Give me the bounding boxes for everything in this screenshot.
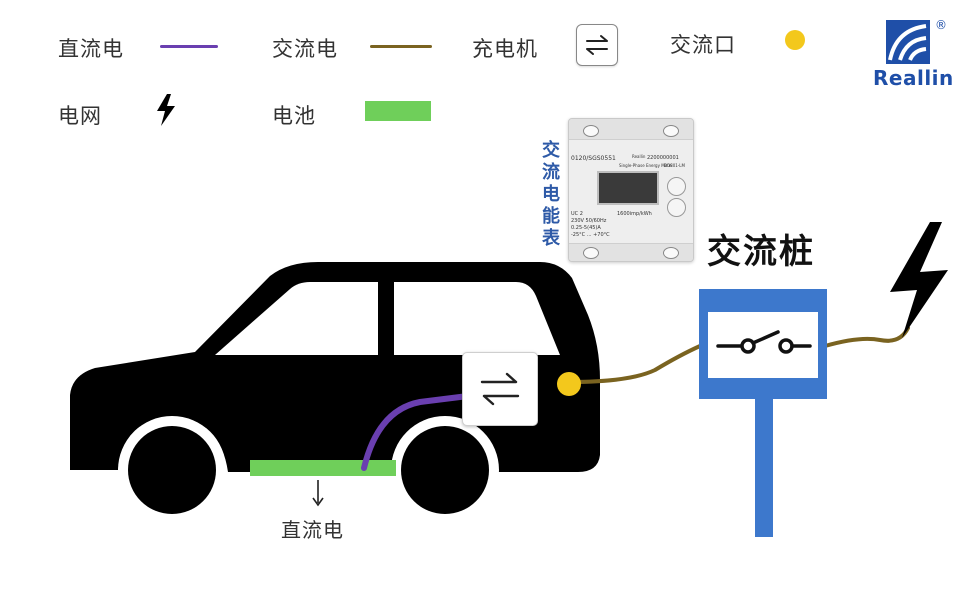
- meter-product: Single-Phase Energy Meter: [619, 163, 673, 168]
- meter-button: [667, 177, 686, 196]
- legend-battery-swatch: [365, 101, 431, 121]
- swap-arrows-icon: [480, 372, 520, 406]
- lightning-bolt-icon: [157, 94, 175, 126]
- meter-spec-line: -25°C ... +70°C: [571, 232, 610, 238]
- swap-arrows-icon: [586, 35, 608, 55]
- car-battery: [250, 460, 396, 476]
- legend-ac-port-dot: [785, 30, 805, 50]
- switch-symbol: [716, 330, 812, 354]
- meter-serial: 2200000001: [647, 155, 679, 161]
- grid-lightning-icon: [890, 222, 948, 338]
- meter-model: DDS01-LM: [664, 163, 685, 168]
- brand-registered-mark: ®: [935, 18, 947, 32]
- meter-label-char: 表: [542, 228, 560, 249]
- ac-cable-car: [568, 344, 702, 384]
- station-pole: [755, 395, 773, 537]
- meter-vertical-label: 交 流 电 能 表: [541, 140, 561, 250]
- car-window-front: [215, 282, 378, 355]
- meter-label-char: 流: [542, 162, 560, 183]
- legend-charger-icon: [576, 24, 618, 66]
- legend-ac-label: 交流电: [272, 37, 338, 61]
- energy-meter: 0120/SGS0551 2200000001 Single-Phase Ene…: [568, 118, 694, 262]
- meter-spec-line: 230V 50/60Hz: [571, 218, 607, 224]
- meter-spec-line: 1600imp/kWh: [617, 211, 652, 217]
- meter-lcd-display: [597, 171, 659, 205]
- meter-label-char: 交: [542, 140, 560, 161]
- reallin-logo-icon: [886, 20, 930, 64]
- meter-button: [667, 198, 686, 217]
- legend-battery-label: 电池: [272, 104, 316, 128]
- legend-ac-line: [370, 45, 432, 48]
- legend-ac-port-label: 交流口: [670, 33, 736, 57]
- brand-name: Reallin: [873, 66, 954, 90]
- car-ac-port: [557, 372, 581, 396]
- car-charger: [462, 352, 538, 426]
- meter-brand: Reallin: [632, 154, 646, 159]
- dc-cable: [361, 393, 471, 471]
- legend-charger-label: 充电机: [472, 37, 538, 61]
- station-title: 交流桩: [707, 232, 815, 272]
- meter-label-char: 能: [542, 206, 560, 227]
- meter-spec-line: UC 2: [571, 211, 583, 217]
- car-dc-label: 直流电: [281, 518, 344, 542]
- ac-cable-grid: [823, 326, 910, 348]
- car-window-rear: [394, 282, 560, 355]
- meter-spec-line: 0120/SGS0551: [571, 155, 616, 162]
- legend-dc-line: [160, 45, 218, 48]
- meter-spec-line: 0.25-5(45)A: [571, 225, 601, 231]
- legend-grid-label: 电网: [58, 104, 102, 128]
- meter-label-char: 电: [542, 184, 560, 205]
- legend-dc-label: 直流电: [58, 37, 124, 61]
